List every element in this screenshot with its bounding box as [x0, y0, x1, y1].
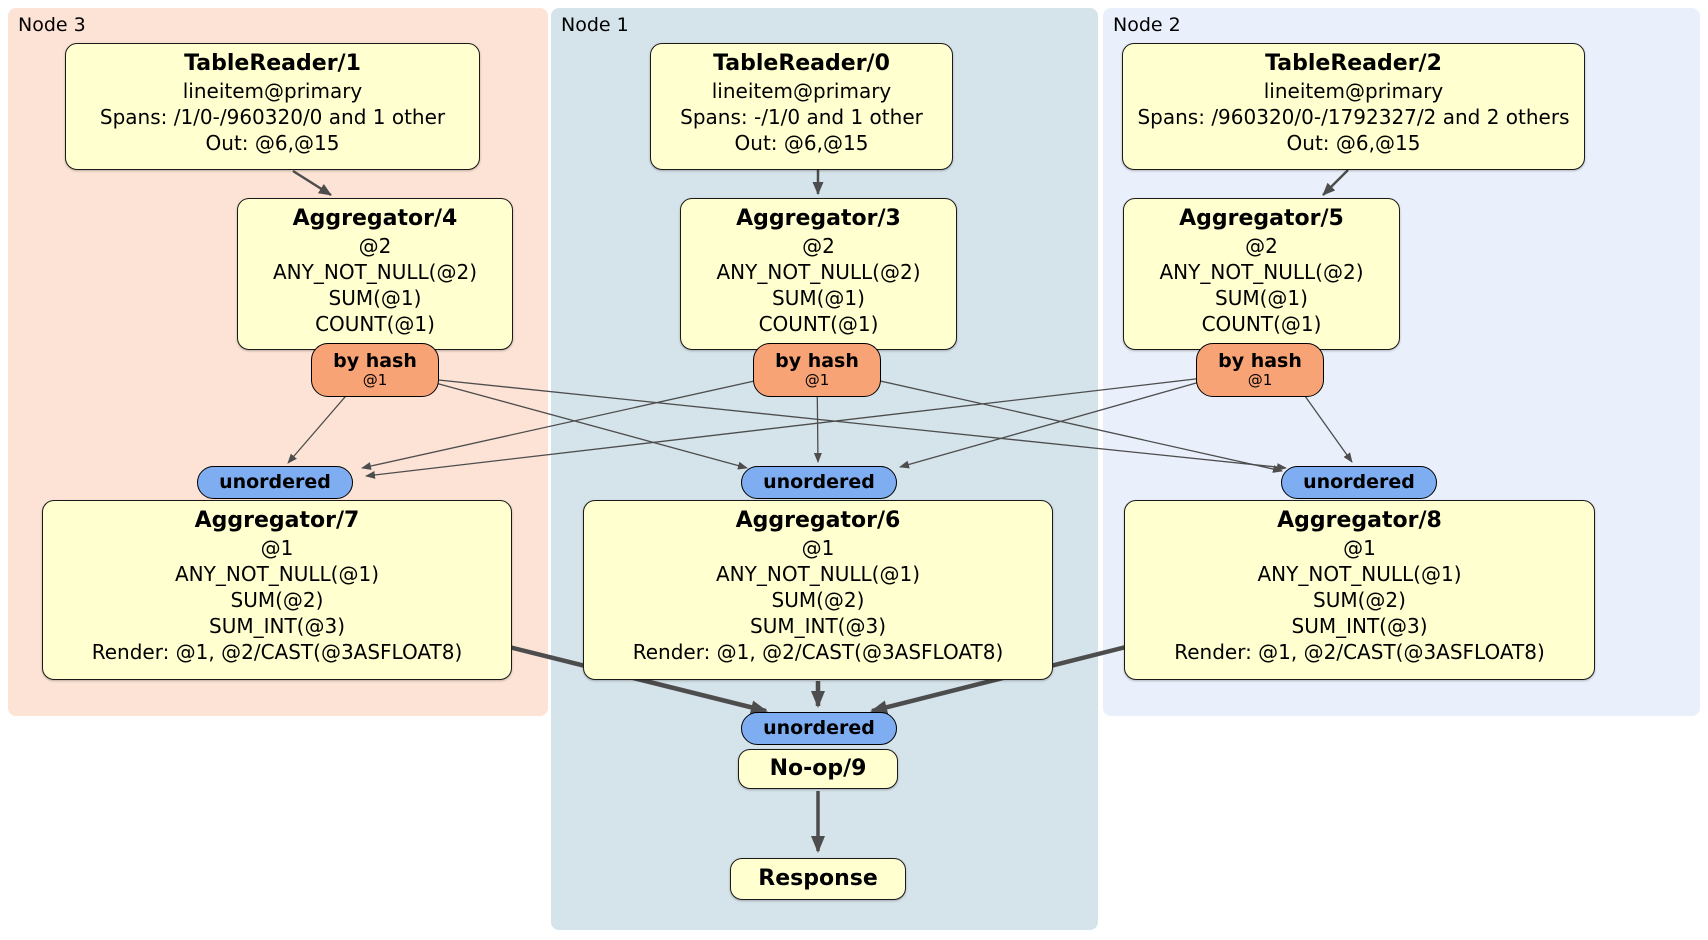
aggregator-6-box: Aggregator/6 @1 ANY_NOT_NULL(@1) SUM(@2)…: [583, 500, 1053, 680]
edge-router1-sync3: [361, 371, 796, 470]
response-box: Response: [730, 858, 906, 900]
sync-label: unordered: [219, 471, 331, 493]
aggregator-3-box: Aggregator/3 @2 ANY_NOT_NULL(@2) SUM(@1)…: [680, 198, 957, 350]
processor-index: lineitem@primary: [711, 79, 892, 103]
node-label: Node 3: [18, 14, 86, 36]
sync-label: unordered: [1303, 471, 1415, 493]
processor-title: No-op/9: [769, 756, 867, 781]
processor-title: Aggregator/6: [735, 508, 901, 533]
agg-line: SUM(@2): [230, 588, 324, 612]
agg-line: SUM(@2): [771, 588, 865, 612]
sync-label: unordered: [763, 471, 875, 493]
processor-title: Aggregator/7: [194, 508, 360, 533]
processor-title: Aggregator/4: [292, 206, 458, 231]
edge-router2-sync1: [899, 369, 1243, 469]
router-label: by hash: [1218, 350, 1302, 372]
tablereader-1-box: TableReader/1 lineitem@primary Spans: /1…: [65, 43, 480, 170]
aggregator-4-box: Aggregator/4 @2 ANY_NOT_NULL(@2) SUM(@1)…: [237, 198, 513, 350]
agg-line: ANY_NOT_NULL(@2): [1159, 260, 1364, 284]
processor-out: Out: @6,@15: [205, 131, 340, 155]
processor-index: lineitem@primary: [182, 79, 363, 103]
aggregator-5-box: Aggregator/5 @2 ANY_NOT_NULL(@2) SUM(@1)…: [1123, 198, 1400, 350]
agg-line: Render: @1, @2/CAST(@3ASFLOAT8): [91, 640, 463, 664]
sync-label: unordered: [763, 717, 875, 739]
node-label: Node 1: [561, 14, 629, 36]
router-sub: @1: [804, 371, 830, 389]
agg-line: @1: [801, 536, 835, 560]
agg-line: SUM_INT(@3): [1291, 614, 1428, 638]
agg-line: @1: [1343, 536, 1376, 560]
tablereader-0-box: TableReader/0 lineitem@primary Spans: -/…: [650, 43, 953, 170]
hash-router-pill: by hash @1: [753, 343, 881, 397]
agg-line: ANY_NOT_NULL(@2): [273, 260, 477, 284]
router-label: by hash: [333, 350, 417, 372]
router-sub: @1: [362, 371, 388, 389]
edge-tr1-agg4: [292, 169, 332, 197]
processor-title: Aggregator/3: [736, 206, 901, 231]
agg-line: SUM(@2): [1313, 588, 1406, 612]
agg-line: SUM(@1): [328, 286, 422, 310]
aggregator-7-box: Aggregator/7 @1 ANY_NOT_NULL(@1) SUM(@2)…: [42, 500, 512, 680]
agg-line: @2: [802, 234, 835, 258]
edge-router3-sync1: [394, 371, 748, 470]
processor-spans: Spans: -/1/0 and 1 other: [680, 105, 923, 129]
agg-line: Render: @1, @2/CAST(@3ASFLOAT8): [1174, 640, 1545, 664]
agg-line: SUM_INT(@3): [750, 614, 886, 638]
final-unordered-sync-pill: unordered: [741, 712, 897, 745]
agg-line: COUNT(@1): [1201, 312, 1322, 336]
processor-index: lineitem@primary: [1263, 79, 1444, 103]
agg-line: @2: [358, 234, 392, 258]
unordered-sync-pill: unordered: [741, 466, 897, 499]
unordered-sync-pill: unordered: [197, 466, 353, 499]
agg-line: @2: [1245, 234, 1278, 258]
hash-router-pill: by hash @1: [1196, 343, 1324, 397]
edge-router2-sync3: [365, 373, 1239, 479]
node-label: Node 2: [1113, 14, 1181, 36]
agg-line: @1: [260, 536, 294, 560]
agg-line: SUM(@1): [772, 286, 865, 310]
processor-title: TableReader/0: [713, 51, 890, 76]
processor-title: Aggregator/5: [1179, 206, 1344, 231]
agg-line: SUM(@1): [1215, 286, 1308, 310]
aggregator-8-box: Aggregator/8 @1 ANY_NOT_NULL(@1) SUM(@2)…: [1124, 500, 1595, 680]
noop-box: No-op/9: [738, 749, 898, 789]
processor-title: TableReader/1: [184, 51, 361, 76]
hash-router-pill: by hash @1: [311, 343, 439, 397]
agg-line: ANY_NOT_NULL(@1): [1257, 562, 1462, 586]
agg-line: ANY_NOT_NULL(@1): [716, 562, 920, 586]
edge-router3-sync2: [399, 375, 1287, 472]
processor-title: Aggregator/8: [1277, 508, 1442, 533]
processor-title: Response: [758, 866, 878, 891]
processor-out: Out: @6,@15: [1286, 131, 1421, 155]
edge-tr2-agg5: [1322, 169, 1349, 196]
processor-title: TableReader/2: [1265, 51, 1442, 76]
agg-line: SUM_INT(@3): [209, 614, 345, 638]
router-sub: @1: [1247, 371, 1273, 389]
agg-line: ANY_NOT_NULL(@2): [716, 260, 921, 284]
router-label: by hash: [775, 350, 859, 372]
processor-spans: Spans: /1/0-/960320/0 and 1 other: [99, 105, 446, 129]
agg-line: ANY_NOT_NULL(@1): [175, 562, 379, 586]
tablereader-2-box: TableReader/2 lineitem@primary Spans: /9…: [1122, 43, 1585, 170]
agg-line: Render: @1, @2/CAST(@3ASFLOAT8): [632, 640, 1004, 664]
agg-line: COUNT(@1): [758, 312, 879, 336]
processor-out: Out: @6,@15: [734, 131, 869, 155]
processor-spans: Spans: /960320/0-/1792327/2 and 2 others: [1137, 105, 1570, 129]
agg-line: COUNT(@1): [315, 312, 435, 336]
unordered-sync-pill: unordered: [1281, 466, 1437, 499]
